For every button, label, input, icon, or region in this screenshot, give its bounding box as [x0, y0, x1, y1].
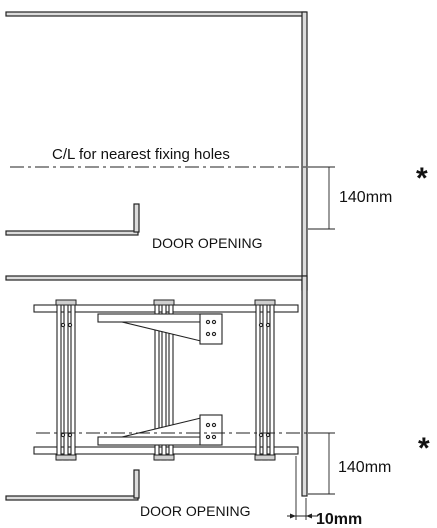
top-door-stop — [133, 203, 140, 233]
bottom-wall-top — [5, 275, 307, 281]
top-centerline-label: C/L for nearest fixing holes — [52, 146, 230, 163]
bottom-wall-right — [301, 275, 308, 497]
top-asterisk: * — [416, 162, 428, 195]
top-view: C/L for nearest fixing holes 140mm * DOO… — [5, 11, 428, 291]
bottom-wall-bottom-left — [5, 495, 139, 501]
bottom-door-stop — [133, 469, 140, 499]
bottom-asterisk: * — [418, 432, 430, 465]
bottom-dimension-label: 140mm — [338, 459, 391, 476]
top-dimension-label: 140mm — [339, 189, 392, 206]
offset-label: 10mm — [316, 511, 362, 528]
bracket-upper — [97, 313, 223, 345]
top-wall-right — [301, 11, 308, 291]
offset-arrow-left — [290, 513, 296, 519]
bottom-door-opening-label: DOOR OPENING — [140, 503, 250, 519]
upright-left — [55, 299, 77, 461]
upright-right — [254, 299, 276, 461]
bottom-view: 140mm * 10mm DOOR OPENING — [5, 275, 430, 528]
upright-center — [153, 299, 175, 461]
top-wall-bottom-left — [5, 230, 139, 236]
top-door-opening-label: DOOR OPENING — [152, 235, 262, 251]
top-wall-top — [5, 11, 307, 17]
offset-arrow-right — [306, 513, 312, 519]
bracket-lower — [97, 414, 223, 446]
